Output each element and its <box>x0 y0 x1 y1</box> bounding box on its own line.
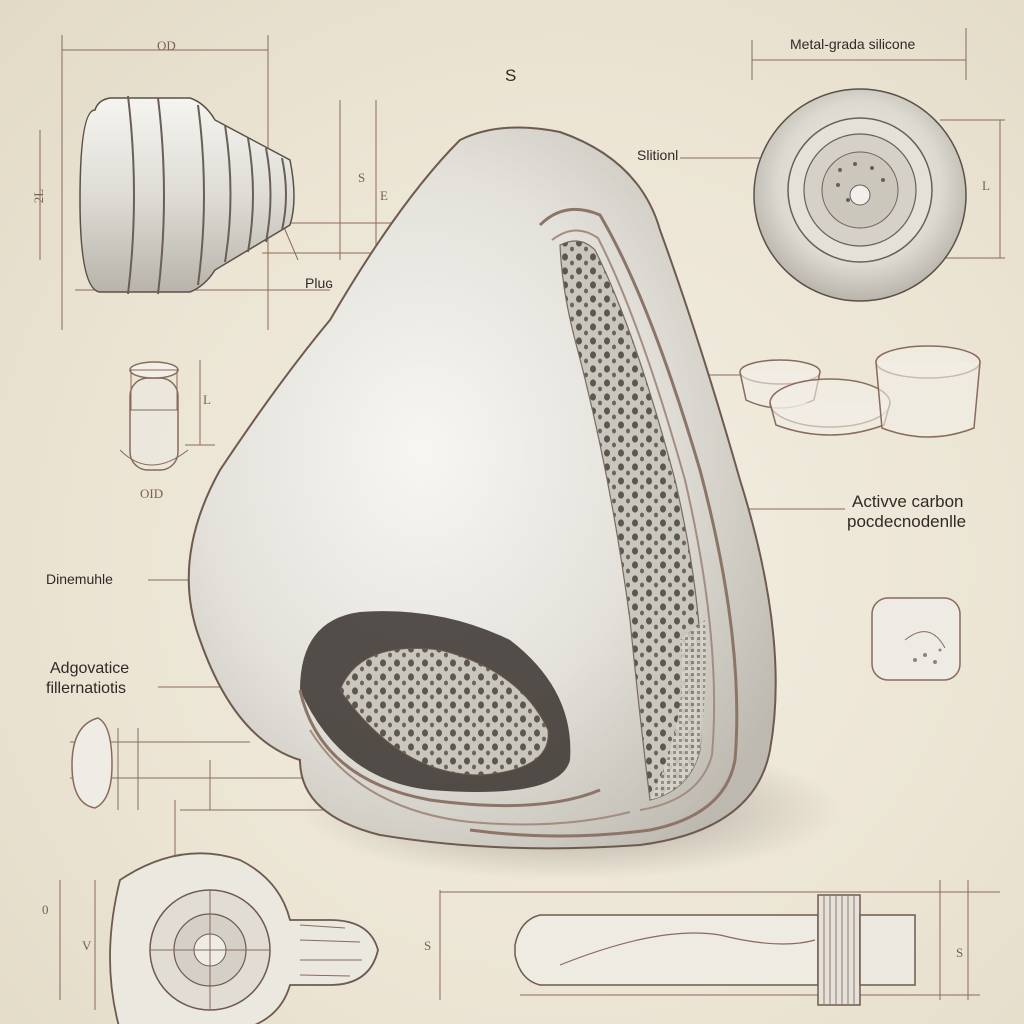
label-adgovatice-line1: Adgovatice <box>50 660 130 677</box>
dim-small-tube-bottom: OID <box>140 486 164 501</box>
dim-bottom-right: S <box>956 945 964 960</box>
dim-bottom-left-b: V <box>82 938 92 953</box>
dim-bottom-center: S <box>424 938 432 953</box>
label-adgovatice-line2: fillernatiotis <box>46 680 127 697</box>
dim-small-tube-height: L <box>203 392 211 407</box>
dim-plug-height-a: S <box>358 170 366 185</box>
label-slitionl: Slitionl <box>637 147 679 163</box>
label-top-center: S <box>505 66 517 85</box>
small-cap-drawing <box>71 717 113 809</box>
filter-cups-drawing <box>739 345 981 438</box>
label-silicone: Metal-grada silicone <box>790 36 916 52</box>
small-tube-drawing <box>119 361 189 471</box>
dim-bottom-left-a: 0 <box>42 902 49 917</box>
label-carbon-line1: Activve carbon <box>852 492 964 511</box>
nasal-plug-drawing <box>79 95 295 295</box>
label-dinemuhle: Dinemuhle <box>46 571 113 587</box>
dim-plug-height-b: E <box>380 188 388 203</box>
dim-circle-height: L <box>982 178 990 193</box>
valve-part-drawing <box>109 852 379 1024</box>
label-carbon-line2: pocdecnodenlle <box>847 512 967 531</box>
cylinder-part-drawing <box>514 894 916 1006</box>
filter-square-drawing <box>871 597 961 681</box>
dim-top-left-height: 2L <box>31 188 47 204</box>
dim-top-left-width: OD <box>157 38 176 53</box>
label-plug: Pluɢ <box>305 275 334 291</box>
filter-disc-drawing <box>753 88 967 302</box>
nose-filter-illustration <box>187 126 777 850</box>
